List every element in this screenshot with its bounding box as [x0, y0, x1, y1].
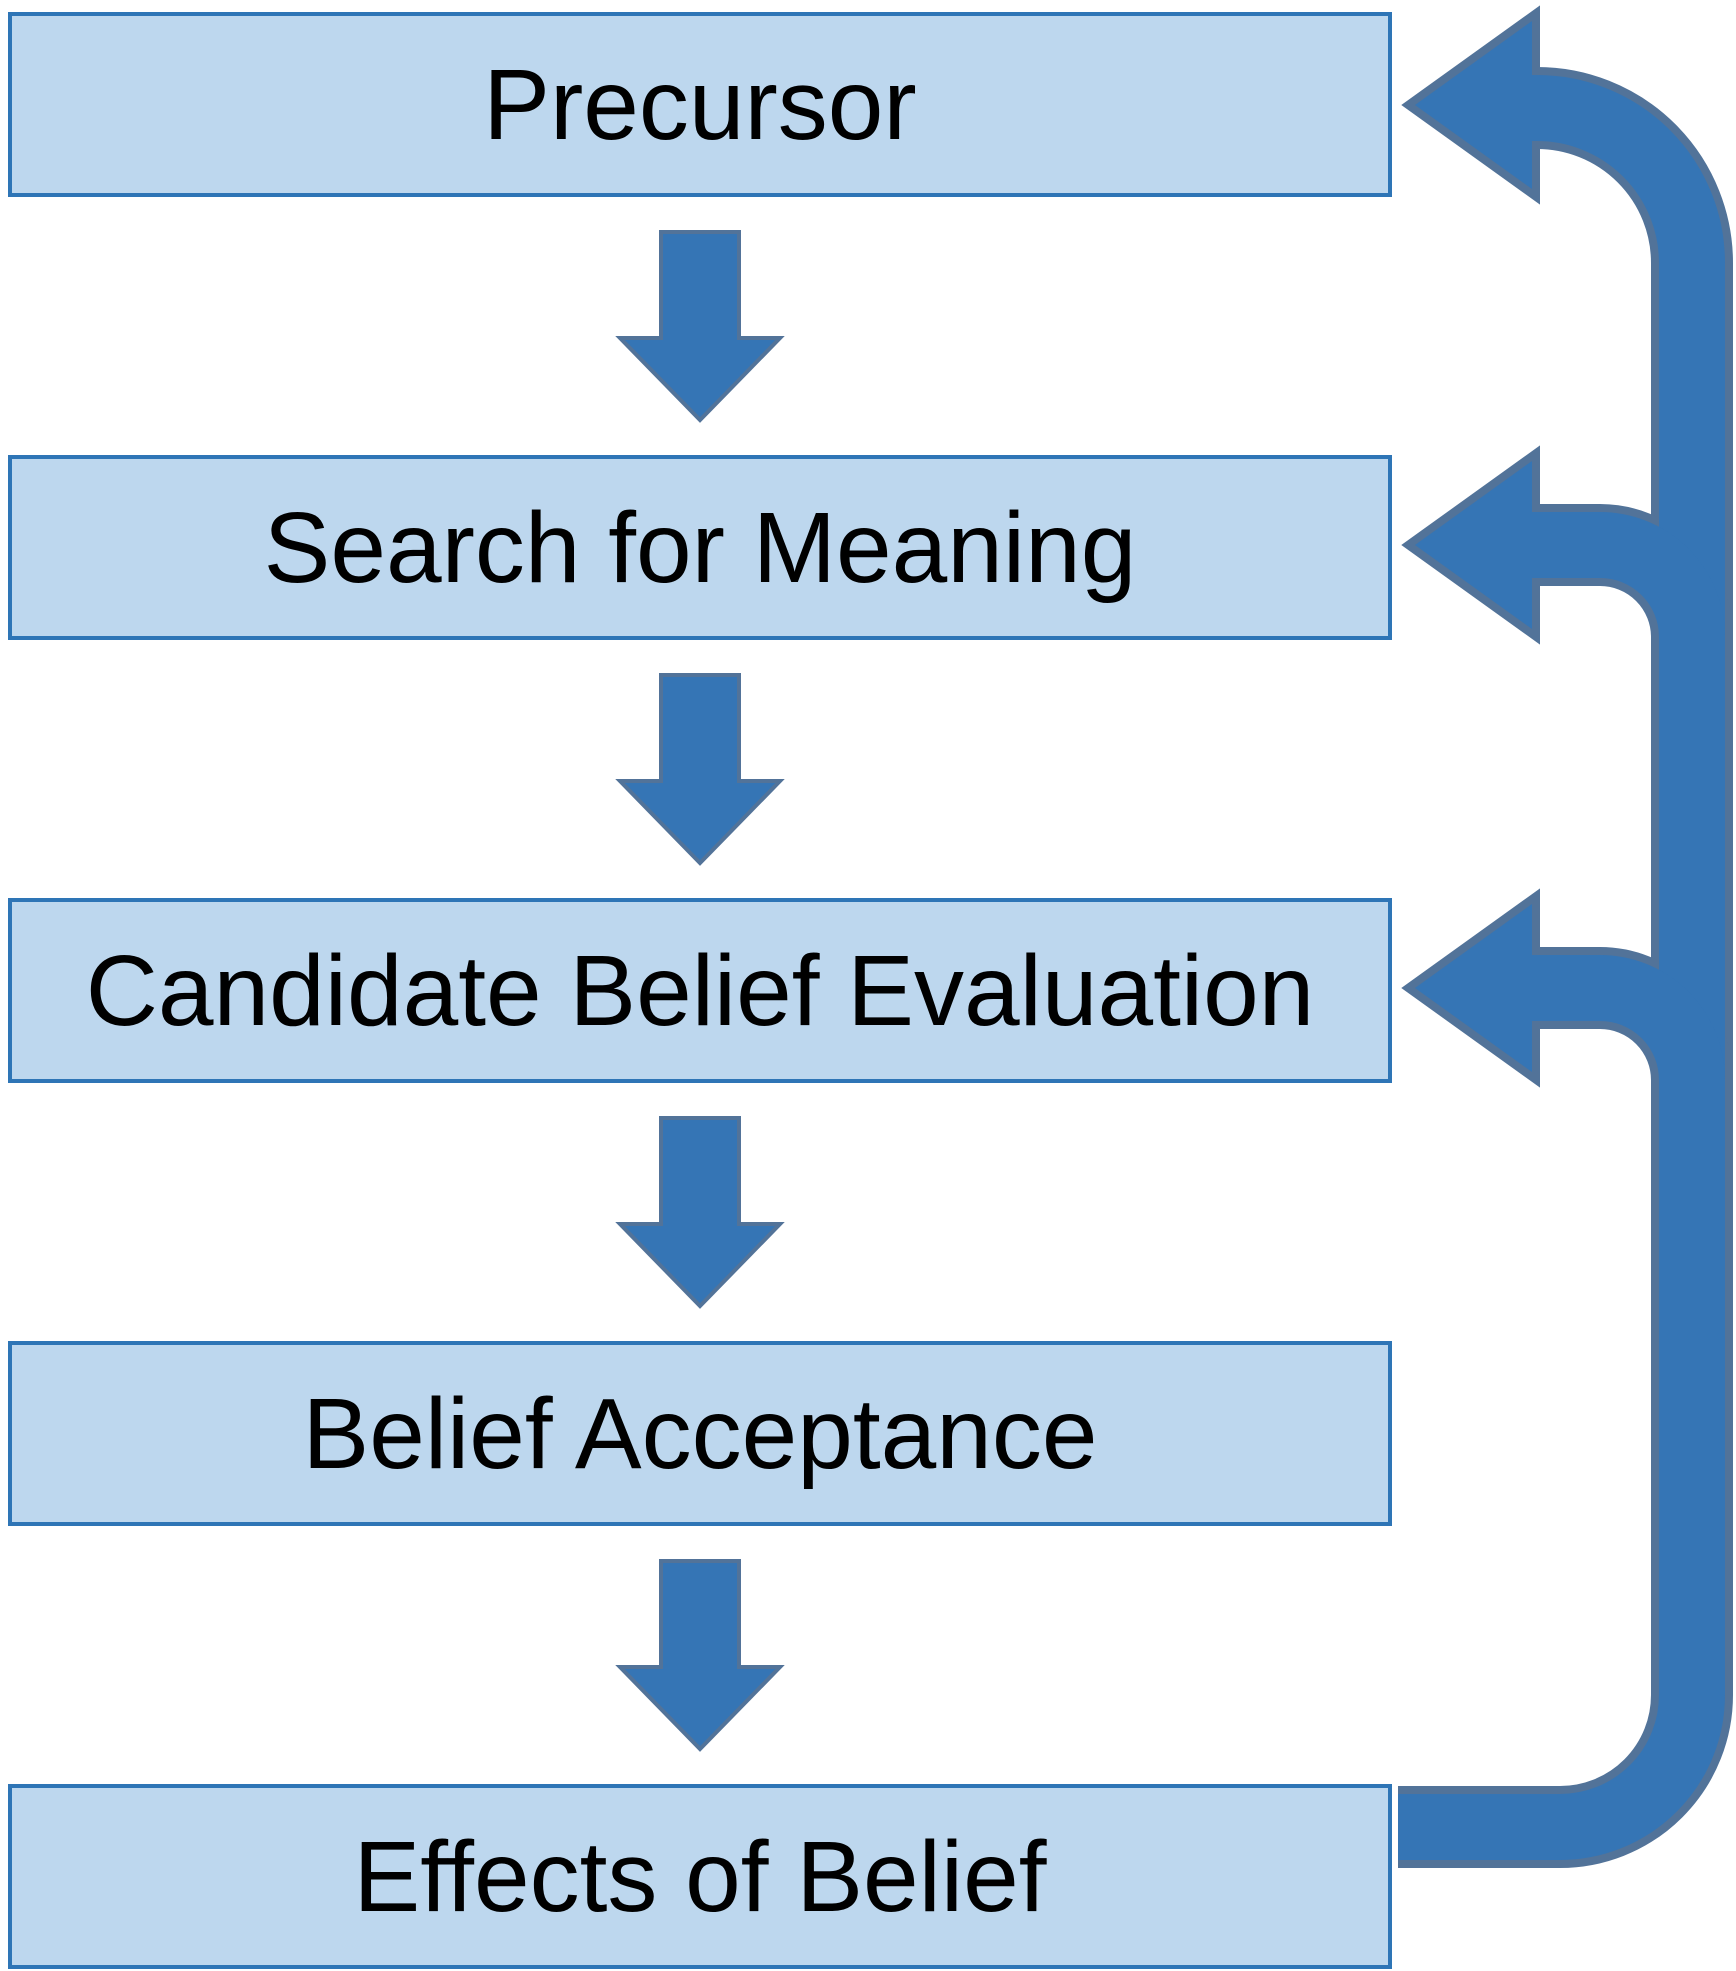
node-candidate-belief-evaluation: Candidate Belief Evaluation — [8, 898, 1392, 1083]
feedback-arrowhead-search-fill — [1415, 461, 1532, 629]
node-search-for-meaning-label: Search for Meaning — [263, 491, 1137, 604]
feedback-loop-arrow-outline — [1398, 5, 1733, 1868]
feedback-loop-arrow — [1398, 21, 1725, 1860]
feedback-arrowhead-evaluation-fill — [1415, 904, 1532, 1072]
node-effects-of-belief-label: Effects of Belief — [353, 1820, 1047, 1933]
down-arrow-4 — [615, 1559, 785, 1752]
down-arrow-2 — [615, 673, 785, 866]
node-effects-of-belief: Effects of Belief — [8, 1784, 1392, 1969]
node-candidate-belief-evaluation-label: Candidate Belief Evaluation — [85, 934, 1315, 1047]
node-belief-acceptance: Belief Acceptance — [8, 1341, 1392, 1526]
down-arrow-1 — [615, 230, 785, 423]
node-precursor: Precursor — [8, 12, 1392, 197]
feedback-branch-pipe-evaluation-fill — [1500, 955, 1725, 1233]
feedback-branch-pipe-search-fill — [1500, 512, 1725, 790]
feedback-trunk-pipe-fill — [1398, 75, 1725, 1860]
forward-flow-arrows — [615, 230, 785, 1752]
feedback-arrowhead-precursor-fill — [1415, 21, 1532, 189]
node-precursor-label: Precursor — [483, 48, 917, 161]
node-search-for-meaning: Search for Meaning — [8, 455, 1392, 640]
node-belief-acceptance-label: Belief Acceptance — [302, 1377, 1098, 1490]
down-arrow-3 — [615, 1116, 785, 1309]
